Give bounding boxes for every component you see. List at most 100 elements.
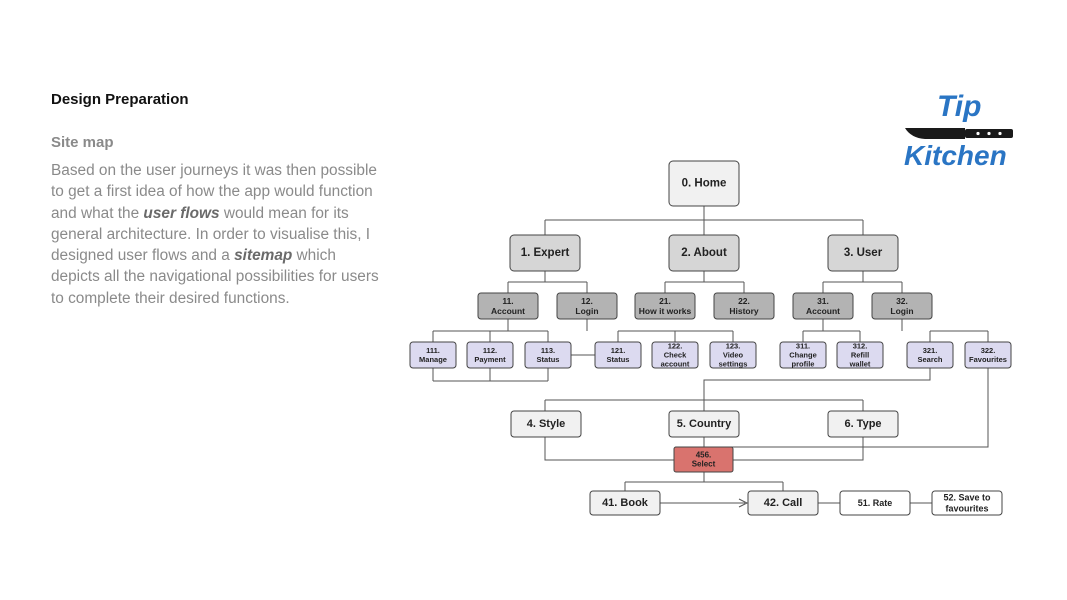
node-label-n113: Status — [537, 355, 560, 364]
node-box-n122 — [651, 341, 699, 369]
node-label-n21: How it works — [639, 306, 692, 316]
description-paragraph: Based on the user journeys it was then p… — [51, 160, 381, 309]
node-label-about: 2. About — [681, 247, 727, 259]
node-label-n321: 321. — [923, 346, 938, 355]
node-label-n122: account — [661, 359, 690, 368]
node-box-style — [510, 410, 582, 438]
edge-favourites-to-select — [704, 368, 989, 448]
knife-icon — [905, 128, 1013, 139]
node-label-n22: 22. — [738, 296, 750, 306]
node-label-n322: 322. — [981, 346, 996, 355]
node-label-n12: 12. — [581, 296, 593, 306]
node-country: 5. Country — [668, 410, 740, 438]
node-label-home: 0. Home — [682, 178, 727, 190]
node-label-n111: Manage — [419, 355, 447, 364]
node-label-n121: 121. — [611, 346, 626, 355]
node-label-n112: 112. — [483, 346, 497, 355]
node-label-save: 52. Save to — [943, 493, 991, 503]
emphasis-sitemap: sitemap — [234, 247, 293, 265]
node-expert: 1. Expert — [509, 234, 581, 272]
node-label-select: Select — [692, 460, 716, 469]
node-box-n121 — [594, 341, 642, 369]
diagram-nodes: 0. Home 1. Expert 2. About 3. User 11.Accoun… — [409, 160, 1012, 516]
heading-design-preparation: Design Preparation — [51, 91, 189, 108]
node-label-n123: 123. — [726, 342, 741, 351]
node-label-n122: Check — [664, 351, 687, 360]
node-n113: 113.Status — [524, 341, 572, 369]
node-label-n122: 122. — [668, 342, 683, 351]
node-label-n12: Login — [575, 306, 598, 316]
node-label-n32: 32. — [896, 296, 908, 306]
tip-kitchen-logo: Tip Kitchen — [900, 90, 1020, 175]
node-label-n322: Favourites — [969, 355, 1007, 364]
node-n31: 31.Account — [792, 292, 854, 320]
node-label-n11: Account — [491, 306, 525, 316]
node-box-n11 — [477, 292, 539, 320]
node-label-n111: 111. — [426, 346, 440, 355]
node-label-n112: Payment — [474, 355, 506, 364]
edge-user-account-children — [802, 319, 861, 342]
edge-select-to-actions — [624, 472, 784, 491]
edge-filters-to-select — [544, 437, 864, 461]
node-n32: 32.Login — [871, 292, 933, 320]
node-n11: 11.Account — [477, 292, 539, 320]
node-label-n21: 21. — [659, 296, 671, 306]
diagram-connectors — [432, 206, 989, 508]
node-box-n123 — [709, 341, 757, 369]
node-box-save — [931, 490, 1003, 516]
node-label-expert: 1. Expert — [521, 247, 570, 259]
body-part-3: which depicts all the navigational possi… — [51, 247, 379, 307]
node-label-n312: Refill — [851, 351, 869, 360]
node-label-n121: Status — [607, 355, 630, 364]
node-n12: 12.Login — [556, 292, 618, 320]
node-user: 3. User — [827, 234, 899, 272]
edge-home-to-level1 — [544, 206, 864, 235]
node-label-n22: History — [729, 306, 759, 316]
node-label-user: 3. User — [844, 247, 883, 259]
node-label-n113: 113. — [541, 346, 555, 355]
edge-login-children — [586, 319, 734, 342]
node-label-n31: 31. — [817, 296, 829, 306]
emphasis-user-flows: user flows — [143, 204, 220, 222]
node-box-expert — [509, 234, 581, 272]
subheading-site-map: Site map — [51, 134, 114, 151]
edge-user-children — [822, 271, 903, 293]
node-box-n112 — [466, 341, 514, 369]
edge-about-children — [664, 271, 745, 293]
node-box-home — [668, 160, 740, 207]
node-label-n32: Login — [890, 306, 913, 316]
node-box-n22 — [713, 292, 775, 320]
node-select: 456.Select — [673, 446, 734, 473]
node-n121: 121.Status — [594, 341, 642, 369]
node-style: 4. Style — [510, 410, 582, 438]
node-type: 6. Type — [827, 410, 899, 438]
node-box-n311 — [779, 341, 827, 369]
node-label-call: 42. Call — [764, 497, 803, 509]
logo-word-kitchen: Kitchen — [904, 140, 1007, 171]
node-box-n111 — [409, 341, 457, 369]
node-call: 42. Call — [747, 490, 819, 516]
edge-expert-children — [507, 271, 588, 293]
node-about: 2. About — [668, 234, 740, 272]
node-n21: 21.How it works — [634, 292, 696, 320]
node-label-n311: profile — [792, 359, 815, 368]
node-box-n12 — [556, 292, 618, 320]
body-part-2: would mean for its general architecture.… — [51, 204, 371, 265]
node-n112: 112.Payment — [466, 341, 514, 369]
node-box-book — [589, 490, 661, 516]
node-label-n31: Account — [806, 306, 840, 316]
node-box-rate — [839, 490, 911, 516]
node-rate: 51. Rate — [839, 490, 911, 516]
node-box-call — [747, 490, 819, 516]
node-box-n322 — [964, 341, 1012, 369]
node-label-book: 41. Book — [602, 497, 649, 509]
node-label-select: 456. — [696, 450, 712, 459]
node-box-n321 — [906, 341, 954, 369]
node-box-n312 — [836, 341, 884, 369]
logo-word-tip: Tip — [937, 90, 982, 123]
node-book: 41. Book — [589, 490, 661, 516]
